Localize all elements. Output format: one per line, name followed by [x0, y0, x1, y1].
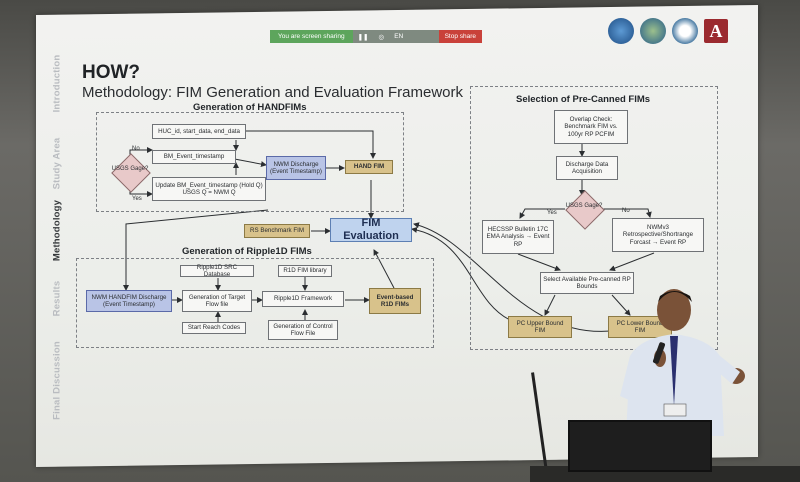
node-fim-evaluation: FIM Evaluation — [330, 217, 412, 242]
stop-share-button[interactable]: Stop share — [438, 30, 482, 43]
alabama-letter: A — [709, 20, 723, 41]
handfim-section-box — [96, 112, 404, 212]
node-nwmv3-retrospective: NWMv3 Retrospective/Shortrange Forcast →… — [612, 218, 704, 252]
precanned-section-box — [470, 86, 718, 350]
presenter-figure — [620, 289, 745, 436]
node-discharge-acquisition: Discharge Data Acquisition — [556, 156, 618, 180]
ripple-section-box — [76, 258, 434, 348]
node-update-bm-event: Update BM_Event_timestamp (Hold Q) USGS … — [152, 177, 266, 201]
screen-share-bar: You are screen sharing ❚❚ ◎ EN Stop shar… — [270, 30, 482, 43]
node-hand-fim: HAND FIM — [345, 160, 393, 174]
node-rs-benchmark-fim: RS Benchmark FIM — [244, 224, 310, 238]
node-pc-upper-bound: PC Upper Bound FIM — [508, 316, 572, 338]
language-label[interactable]: EN — [394, 33, 404, 40]
node-pc-lower-bound: PC Lower Bound FIM — [608, 316, 672, 338]
node-overlap-check: Overlap Check: Benchmark FIM vs. 100yr R… — [554, 110, 628, 144]
node-nwm-discharge: NWM Discharge (Event Timestamp) — [266, 156, 326, 180]
alabama-logo: A — [704, 19, 728, 43]
globe-icon[interactable]: ◎ — [378, 33, 385, 41]
share-status: You are screen sharing — [270, 30, 353, 43]
pause-icon[interactable]: ❚❚ — [357, 33, 369, 41]
handfim-section-title: Generation of HANDFIMs — [193, 102, 307, 113]
node-nwm-handfim-discharge: NWM HANDFIM Discharge (Event Timestamp) — [86, 290, 172, 312]
slide-title: HOW? — [82, 62, 141, 83]
share-status-text: You are screen sharing — [278, 33, 345, 40]
partner-logo-noaa — [672, 18, 698, 44]
stop-share-label: Stop share — [444, 33, 476, 40]
precanned-section-title: Selection of Pre-Canned FIMs — [516, 94, 651, 105]
node-generation-control-flow: Generation of Control Flow File — [268, 320, 338, 340]
node-bm-event-timestamp: BM_Event_timestamp — [152, 150, 236, 164]
node-ripple1d-framework: Ripple1D Framework — [262, 291, 344, 307]
label-yes-precanned: Yes — [547, 210, 557, 216]
label-no-precanned: No — [622, 208, 630, 214]
ripple-section-title: Generation of Ripple1D FIMs — [182, 246, 312, 257]
node-r1d-fim-library: R1D FIM library — [278, 265, 332, 277]
decision-usgs-gage-handfim-label: USGS Gage? — [111, 166, 149, 172]
logo-row: A — [608, 16, 732, 46]
node-generation-target-flow: Generation of Target Flow file — [182, 290, 252, 312]
node-event-based-r1d-fims: Event-based R1D FIMs — [369, 288, 421, 314]
slide-subtitle: Methodology: FIM Generation and Evaluati… — [82, 84, 464, 101]
node-hecssp-bulletin: HECSSP Bulletin 17C EMA Analysis → Event… — [482, 220, 554, 254]
node-start-reach-codes: Start Reach Codes — [182, 322, 246, 334]
decision-usgs-gage-precanned-label: USGS Gage? — [565, 203, 603, 209]
node-huc-input: HUC_id, start_data, end_data — [152, 124, 246, 139]
node-select-precanned-rp: Select Available Pre-canned RP Bounds — [540, 272, 634, 294]
node-ripple-src-database: Ripple1D SRC Database — [180, 264, 254, 278]
partner-logo-landscape — [640, 18, 666, 44]
label-yes-handfim: Yes — [132, 196, 142, 202]
label-no-handfim: No — [132, 146, 140, 152]
podium-monitor — [568, 420, 712, 472]
partner-logo-globe — [608, 18, 634, 44]
